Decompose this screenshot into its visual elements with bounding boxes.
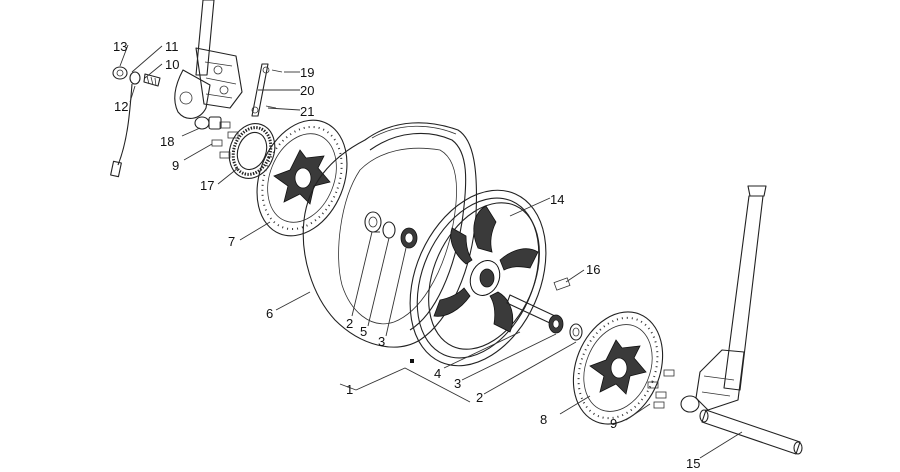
left-fork-leg (174, 0, 243, 119)
callout-1: 1 (346, 382, 353, 397)
sensor-bracket (251, 63, 283, 117)
callout-2-left: 2 (346, 316, 353, 331)
left-brake-disc (256, 119, 348, 237)
callout-9-left: 9 (172, 158, 179, 173)
callout-13: 13 (113, 39, 127, 54)
leader-lines (119, 44, 743, 459)
callout-16: 16 (586, 262, 600, 277)
axle (699, 409, 803, 455)
callout-11: 11 (165, 39, 179, 54)
callout-2-right: 2 (476, 390, 483, 405)
right-fork-leg (680, 185, 767, 413)
callout-15: 15 (686, 456, 700, 471)
callout-17: 17 (200, 178, 214, 193)
right-hub-parts (506, 277, 583, 341)
callout-10: 10 (165, 57, 179, 72)
callout-12: 12 (114, 99, 128, 114)
right-brake-disc (572, 311, 664, 425)
wheel-rim (409, 189, 547, 367)
callout-19: 19 (300, 65, 314, 80)
callout-7: 7 (228, 234, 235, 249)
callout-4: 4 (434, 366, 441, 381)
callout-9-right: 9 (610, 416, 617, 431)
right-bolts (647, 369, 675, 409)
tyre (302, 122, 477, 348)
callout-5: 5 (360, 324, 367, 339)
callout-3-right: 3 (454, 376, 461, 391)
callout-8: 8 (540, 412, 547, 427)
callout-21: 21 (300, 104, 314, 119)
callout-labels: 13 11 10 12 19 20 21 18 9 17 7 6 2 5 3 1… (113, 39, 700, 471)
speed-sensor-assembly (110, 66, 161, 178)
callout-20: 20 (300, 83, 314, 98)
callout-18: 18 (160, 134, 174, 149)
left-hub-parts (364, 211, 418, 249)
tone-ring (228, 123, 276, 179)
callout-6: 6 (266, 306, 273, 321)
callout-14: 14 (550, 192, 564, 207)
left-bolts (194, 116, 239, 159)
callout-3-left: 3 (378, 334, 385, 349)
